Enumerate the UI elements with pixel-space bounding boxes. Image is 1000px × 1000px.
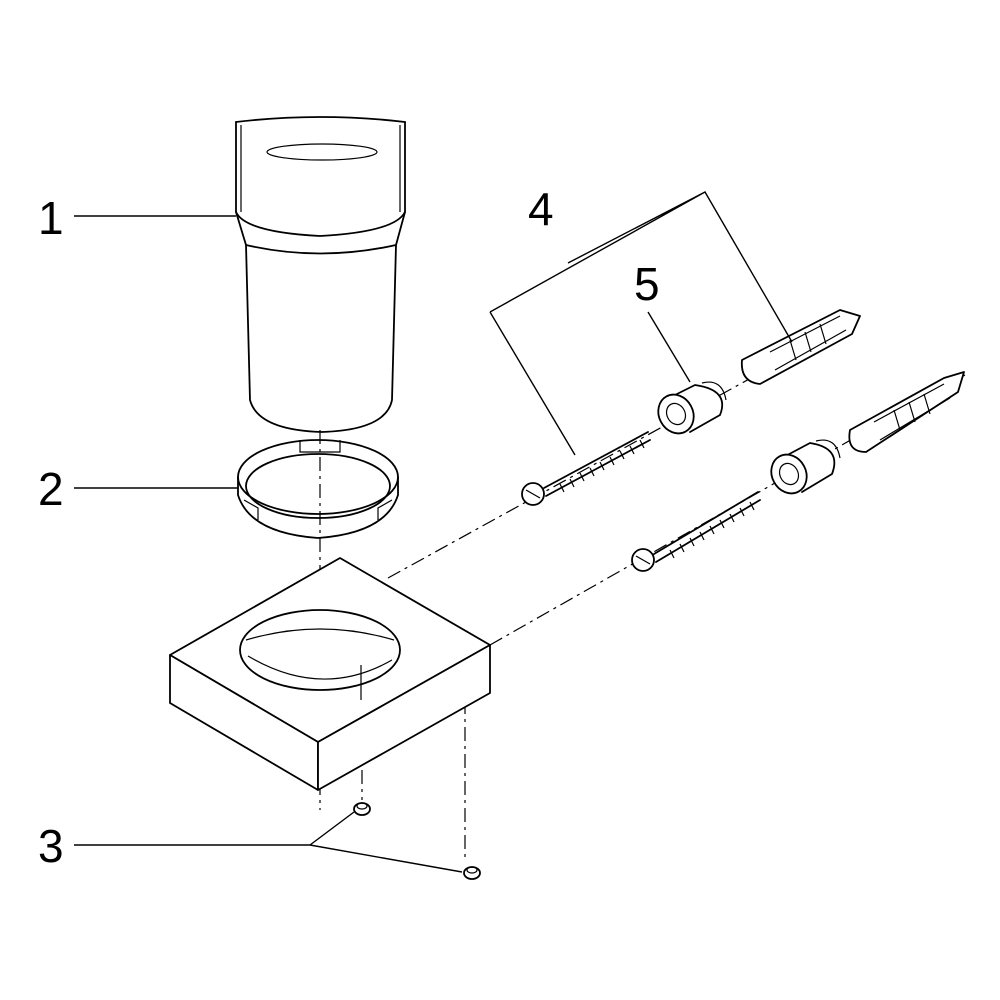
upper-wall-plug [740, 309, 861, 385]
lower-spacer [770, 439, 841, 495]
part-3-foot-caps [353, 802, 481, 880]
callout-2: 2 [38, 463, 64, 515]
part-2-ring [237, 439, 399, 539]
lower-screw [631, 491, 761, 572]
leader-4-bracket [489, 191, 793, 456]
upper-spacer-part-5 [657, 381, 727, 435]
leader-5 [647, 311, 691, 383]
upper-screw [521, 431, 651, 506]
callout-1: 1 [38, 192, 64, 244]
upper-fixing-axis [387, 317, 861, 579]
callout-3: 3 [38, 820, 64, 872]
part-1-tumbler [235, 116, 406, 433]
lower-wall-plug [848, 371, 965, 453]
square-base-block [169, 557, 491, 791]
callout-4: 4 [528, 183, 554, 235]
leader-3 [74, 811, 463, 873]
callout-5: 5 [634, 258, 660, 310]
